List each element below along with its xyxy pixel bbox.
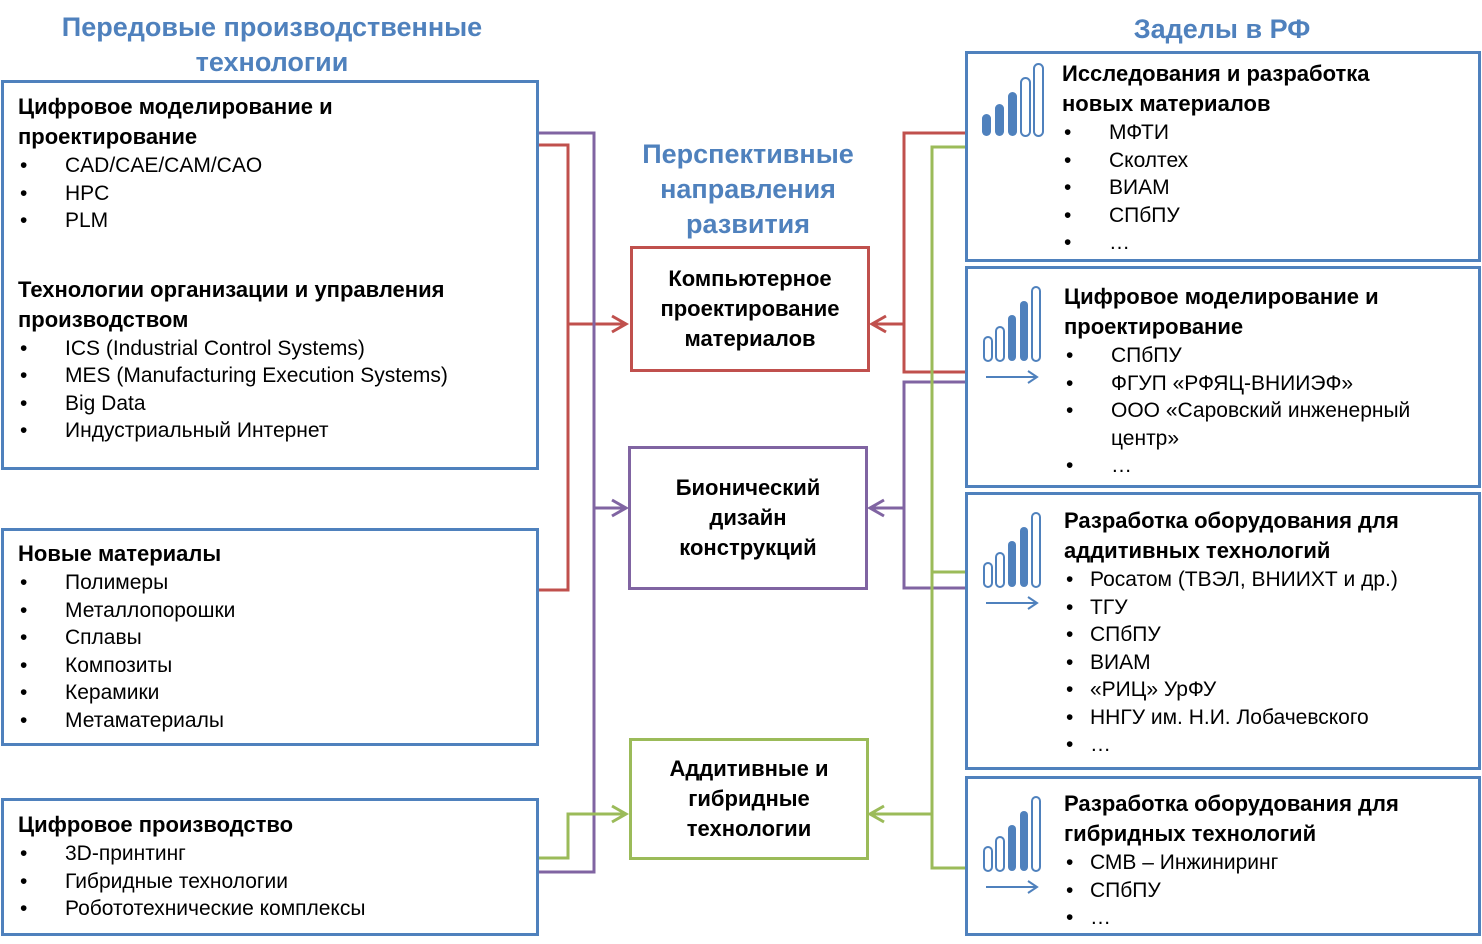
green-connector-right	[930, 145, 966, 870]
bullet-list: CAD/CAE/CAM/CAO HPC PLM	[18, 152, 522, 235]
purple-connector-left	[538, 131, 596, 874]
bullet-list: Полимеры Металлопорошки Сплавы Композиты…	[18, 569, 522, 734]
list-item: Big Data	[18, 390, 522, 418]
list-item: Метаматериалы	[18, 707, 522, 735]
box-title: Разработка оборудования для аддитивных т…	[1064, 508, 1399, 563]
list-item: Гибридные технологии	[18, 868, 522, 896]
bullet-list: 3D-принтинг Гибридные технологии Роботот…	[18, 840, 522, 923]
right-box-hybrid-equipment: Разработка оборудования для гибридных те…	[965, 776, 1481, 936]
box-title: Цифровое моделирование и проектирование	[1064, 284, 1379, 339]
list-item: …	[1062, 229, 1470, 257]
list-item: …	[1064, 452, 1470, 480]
bullet-list: СПбПУ ФГУП «РФЯЦ-ВНИИЭФ» ООО «Саровский …	[1064, 342, 1470, 480]
list-item: 3D-принтинг	[18, 840, 522, 868]
left-box-new-materials: Новые материалы Полимеры Металлопорошки …	[1, 528, 539, 746]
list-item: ННГУ им. Н.И. Лобачевского	[1064, 704, 1470, 732]
box-title: Цифровое производство	[18, 812, 294, 837]
list-item: …	[1064, 904, 1470, 932]
list-item: MES (Manufacturing Execution Systems)	[18, 362, 522, 390]
signal-bars-icon	[982, 63, 1044, 137]
list-item: CAD/CAE/CAM/CAO	[18, 152, 522, 180]
list-item: СПбПУ	[1064, 621, 1470, 649]
box-title: Цифровое моделирование и проектирование	[18, 94, 333, 149]
list-item: Сколтех	[1062, 147, 1470, 175]
center-box-additive-hybrid: Аддитивные и гибридные технологии	[629, 738, 869, 860]
list-item: Керамики	[18, 679, 522, 707]
list-item: «РИЦ» УрФУ	[1064, 676, 1470, 704]
bullet-list: Росатом (ТВЭЛ, ВНИИХТ и др.) ТГУ СПбПУ В…	[1064, 566, 1470, 759]
list-item: Полимеры	[18, 569, 522, 597]
left-heading: Передовые производственные технологии	[61, 12, 483, 77]
list-item: ООО «Саровский инженерный центр»	[1064, 397, 1470, 452]
center-box-computer-materials-design: Компьютерное проектирование материалов	[630, 246, 870, 372]
right-box-materials-research: Исследования и разработка новых материал…	[965, 51, 1481, 262]
box-title: Технологии организации и управления прои…	[18, 276, 445, 332]
list-item: МФТИ	[1062, 119, 1470, 147]
list-item: ВИАМ	[1062, 174, 1470, 202]
center-box-bionic-design: Бионический дизайн конструкций	[628, 446, 868, 590]
list-item: ТГУ	[1064, 594, 1470, 622]
list-item: Робототехнические комплексы	[18, 895, 522, 923]
purple-connector-right	[902, 380, 966, 590]
green-connector-left	[538, 812, 624, 860]
center-heading: Перспективные направления развития	[642, 139, 854, 239]
box-title: Новые материалы	[18, 541, 222, 566]
list-item: PLM	[18, 207, 522, 235]
list-item: ФГУП «РФЯЦ-ВНИИЭФ»	[1064, 370, 1470, 398]
signal-bars-arrow-icon	[983, 512, 1041, 610]
list-item: ВИАМ	[1064, 649, 1470, 677]
list-item: …	[1064, 731, 1470, 759]
right-heading: Заделы в РФ	[1133, 14, 1311, 44]
bullet-list: МФТИ Сколтех ВИАМ СПбПУ …	[1062, 119, 1470, 257]
right-box-digital-modeling: Цифровое моделирование и проектирование …	[965, 266, 1481, 488]
right-box-additive-equipment: Разработка оборудования для аддитивных т…	[965, 492, 1481, 770]
red-connector-right	[902, 131, 966, 374]
left-box-digital-production: Цифровое производство 3D-принтинг Гибрид…	[1, 798, 539, 936]
list-item: Металлопорошки	[18, 597, 522, 625]
list-item: Индустриальный Интернет	[18, 417, 522, 445]
bullet-list: СМВ – Инжиниринг СПбПУ …	[1064, 849, 1470, 932]
red-connector-left	[538, 143, 570, 592]
list-item: СПбПУ	[1062, 202, 1470, 230]
bullet-list: ICS (Industrial Control Systems) MES (Ma…	[18, 335, 522, 445]
list-item: ICS (Industrial Control Systems)	[18, 335, 522, 363]
box-title: Исследования и разработка новых материал…	[1062, 61, 1370, 116]
list-item: СПбПУ	[1064, 342, 1470, 370]
list-item: СМВ – Инжиниринг	[1064, 849, 1470, 877]
list-item: HPC	[18, 180, 522, 208]
list-item: СПбПУ	[1064, 877, 1470, 905]
list-item: Росатом (ТВЭЛ, ВНИИХТ и др.)	[1064, 566, 1470, 594]
left-box-digital-modeling-management: Цифровое моделирование и проектирование …	[1, 80, 539, 470]
signal-bars-arrow-icon	[983, 286, 1041, 384]
box-title: Разработка оборудования для гибридных те…	[1064, 791, 1399, 846]
list-item: Сплавы	[18, 624, 522, 652]
list-item: Композиты	[18, 652, 522, 680]
signal-bars-arrow-icon	[983, 796, 1041, 894]
